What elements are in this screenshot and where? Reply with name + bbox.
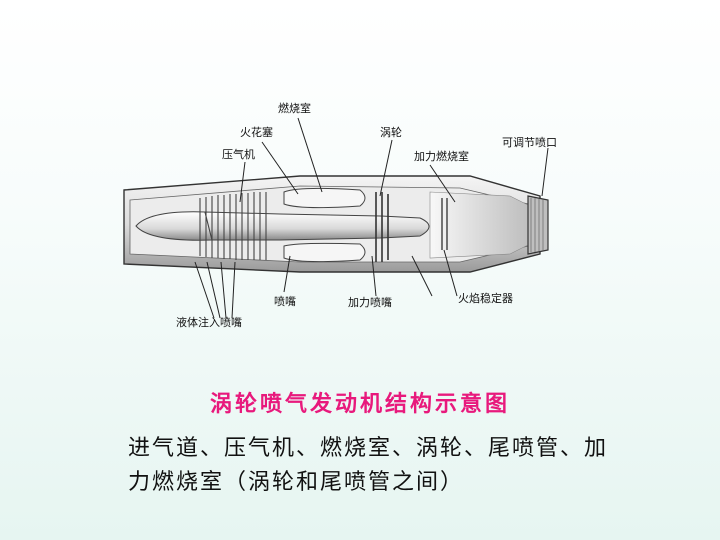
label-flame-holder: 火焰稳定器	[458, 291, 513, 305]
combustion-chamber-bottom	[283, 242, 366, 263]
nozzle-petals	[530, 198, 544, 252]
label-afterburner: 加力燃烧室	[414, 149, 469, 163]
afterburner-section	[429, 191, 531, 259]
turbojet-engine-diagram: 燃烧室 火花塞 压气机 涡轮 加力燃烧室 可调节喷口 喷嘴 加力喷嘴 火焰稳定器…	[123, 101, 557, 329]
label-combustion-chamber: 燃烧室	[278, 101, 311, 115]
flame-holders	[441, 198, 448, 250]
compressor-blades	[199, 192, 267, 260]
label-afterburner-nozzle: 加力喷嘴	[348, 296, 392, 309]
label-compressor: 压气机	[222, 147, 255, 161]
core-shaft	[204, 211, 430, 241]
leader-lines	[194, 117, 549, 319]
combustion-chamber-top	[283, 187, 366, 209]
label-liquid-injection-nozzle: 液体注入喷嘴	[176, 315, 242, 329]
engine-components-description: 进气道、压气机、燃烧室、涡轮、尾喷管、加力燃烧室（涡轮和尾喷管之间）	[128, 436, 609, 495]
label-spark-chamber: 火花塞	[240, 125, 273, 139]
label-nozzle: 喷嘴	[274, 295, 296, 308]
label-adjustable-nozzle: 可调节喷口	[502, 136, 557, 149]
label-turbine: 涡轮	[380, 125, 402, 139]
turbine-blades	[375, 192, 389, 262]
diagram-caption: 涡轮喷气发动机结构示意图	[209, 391, 510, 417]
